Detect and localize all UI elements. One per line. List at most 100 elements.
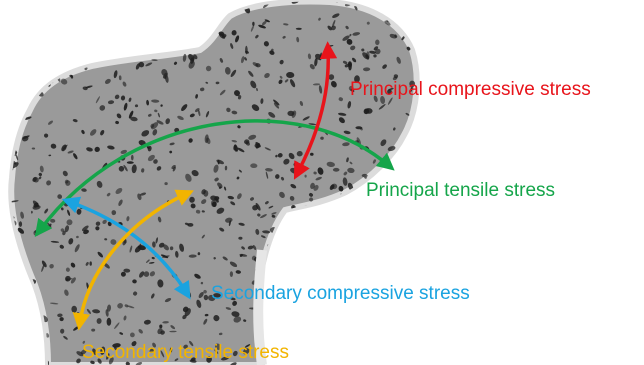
trabecular-pore — [26, 6, 32, 11]
trabecular-pore — [287, 222, 293, 228]
trabecular-pore — [36, 332, 41, 339]
trabecular-pore — [0, 11, 7, 19]
trabecular-pore — [287, 321, 292, 326]
trabecular-pore — [382, 332, 388, 338]
trabecular-pore — [205, 16, 211, 22]
trabecular-pore — [174, 37, 177, 41]
trabecular-pore — [209, 30, 215, 33]
trabecular-pore — [383, 243, 391, 247]
trabecular-pore — [369, 229, 373, 235]
trabecular-pore — [362, 324, 366, 328]
trabecular-pore — [3, 89, 5, 92]
trabecular-pore — [5, 349, 11, 353]
trabecular-pore — [17, 333, 25, 341]
trabecular-pore — [0, 44, 7, 51]
trabecular-pore — [183, 46, 191, 50]
trabecular-pore — [412, 157, 419, 164]
trabecular-pore — [161, 40, 169, 49]
trabecular-pore — [4, 334, 11, 341]
trabecular-pore — [344, 325, 350, 334]
trabecular-pore — [408, 26, 412, 28]
trabecular-pore — [321, 243, 326, 248]
trabecular-pore — [23, 31, 29, 37]
trabecular-pore — [412, 170, 417, 175]
trabecular-pore — [324, 219, 333, 228]
trabecular-pore — [345, 343, 349, 351]
trabecular-pore — [204, 10, 208, 16]
trabecular-pore — [366, 330, 374, 338]
trabecular-pore — [23, 20, 32, 27]
trabecular-pore — [350, 305, 357, 312]
trabecular-pore — [427, 72, 430, 76]
trabecular-pore — [20, 277, 25, 284]
trabecular-pore — [34, 79, 42, 86]
trabecular-pore — [0, 334, 2, 339]
trabecular-pore — [271, 334, 276, 340]
trabecular-pore — [187, 223, 193, 227]
trabecular-pore — [425, 26, 430, 29]
trabecular-pore — [408, 336, 415, 344]
trabecular-pore — [15, 327, 20, 331]
trabecular-pore — [8, 354, 18, 363]
trabecular-pore — [179, 26, 187, 34]
trabecular-pore — [3, 7, 7, 13]
trabecular-pore — [402, 250, 406, 254]
trabecular-pore — [350, 346, 357, 353]
trabecular-pore — [407, 11, 412, 17]
trabecular-pore — [414, 136, 416, 142]
trabecular-pore — [403, 266, 410, 272]
trabecular-pore — [44, 13, 49, 18]
trabecular-pore — [324, 257, 330, 263]
trabecular-pore — [0, 176, 3, 182]
trabecular-pore — [315, 308, 319, 313]
trabecular-pore — [386, 218, 390, 224]
trabecular-pore — [18, 313, 24, 321]
trabecular-pore — [89, 5, 93, 9]
trabecular-pore — [305, 211, 309, 218]
trabecular-pore — [381, 264, 384, 268]
trabecular-pore — [418, 37, 424, 44]
trabecular-pore — [408, 6, 418, 14]
trabecular-pore — [415, 166, 421, 171]
trabecular-pore — [134, 12, 138, 16]
trabecular-pore — [279, 233, 284, 241]
trabecular-pore — [171, 19, 179, 27]
trabecular-pore — [66, 51, 70, 56]
trabecular-pore — [290, 258, 295, 263]
trabecular-pore — [4, 203, 8, 206]
trabecular-pore — [378, 2, 382, 7]
trabecular-pore — [90, 261, 92, 265]
trabecular-pore — [270, 257, 277, 263]
trabecular-pore — [368, 346, 373, 351]
trabecular-pore — [379, 358, 388, 365]
trabecular-pore — [389, 308, 395, 316]
trabecular-pore — [197, 13, 206, 21]
trabecular-pore — [87, 25, 93, 31]
trabecular-pore — [82, 8, 89, 14]
trabecular-pore — [427, 264, 430, 272]
trabecular-pore — [311, 311, 319, 318]
trabecular-pore — [33, 34, 38, 38]
trabecular-pore — [33, 4, 40, 10]
trabecular-pore — [38, 45, 47, 51]
trabecular-pore — [301, 354, 307, 363]
trabecular-pore — [402, 154, 406, 159]
trabecular-pore — [387, 272, 391, 278]
trabecular-pore — [374, 309, 384, 319]
trabecular-pore — [402, 304, 411, 314]
trabecular-pore — [73, 51, 79, 57]
trabecular-pore — [330, 248, 336, 256]
trabecular-pore — [344, 343, 353, 349]
trabecular-pore — [296, 221, 300, 225]
trabecular-pore — [31, 59, 34, 64]
trabecular-pore — [396, 240, 406, 249]
trabecular-pore — [376, 320, 386, 330]
trabecular-pore — [269, 314, 275, 322]
trabecular-pore — [161, 19, 165, 23]
trabecular-pore — [22, 325, 30, 330]
trabecular-pore — [100, 47, 108, 53]
trabecular-pore — [26, 303, 33, 311]
trabecular-pore — [412, 11, 416, 15]
trabecular-pore — [0, 78, 7, 83]
trabecular-pore — [416, 108, 423, 116]
